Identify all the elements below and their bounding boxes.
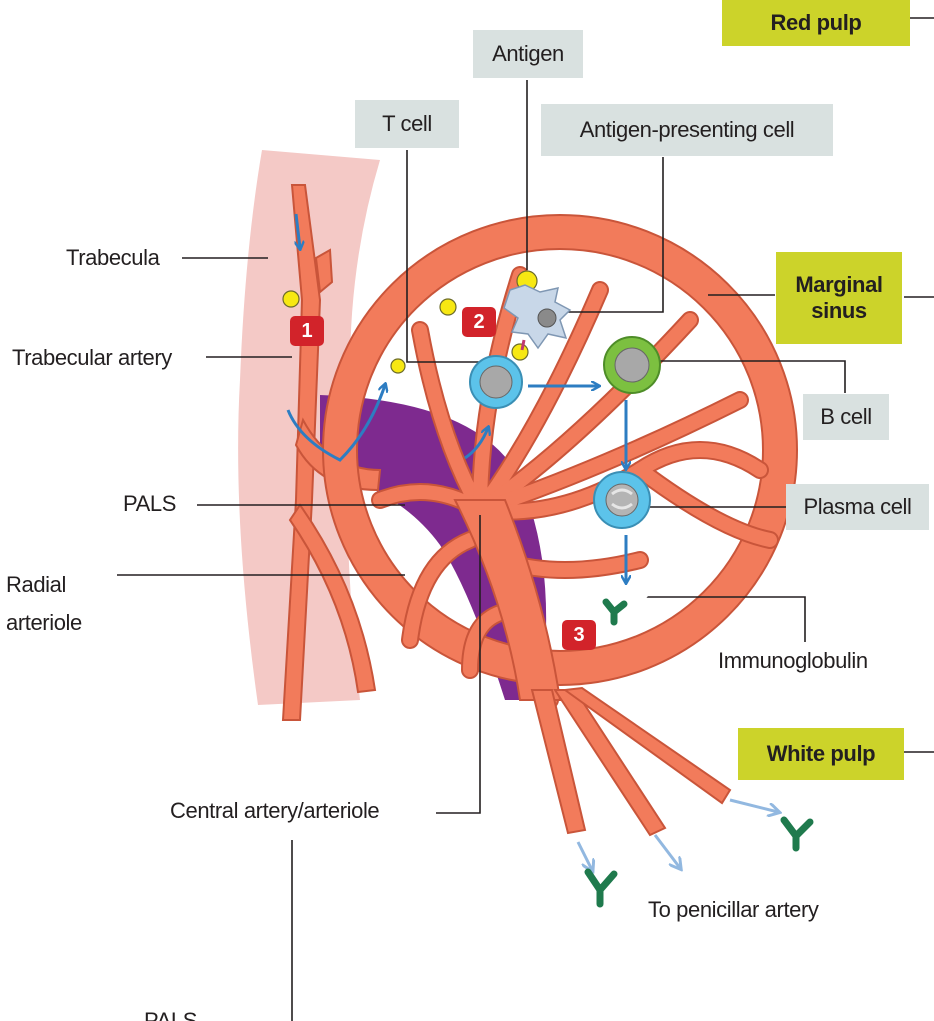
pals-label: PALS bbox=[123, 493, 176, 515]
white-pulp-label: White pulp bbox=[738, 728, 904, 780]
t-cell-label: T cell bbox=[355, 100, 459, 148]
trabecular-artery-label: Trabecular artery bbox=[12, 347, 172, 369]
step-2-marker: 2 bbox=[462, 307, 496, 337]
step-1-marker: 1 bbox=[290, 316, 324, 346]
release-arrows bbox=[578, 800, 778, 870]
immunoglobulin-label: Immunoglobulin bbox=[718, 650, 868, 672]
penicillar-artery-label: To penicillar artery bbox=[648, 899, 819, 921]
apc-contact bbox=[522, 340, 524, 350]
plasma-cell-label: Plasma cell bbox=[786, 484, 929, 530]
trabecula-label: Trabecula bbox=[66, 247, 159, 269]
central-artery-label: Central artery/arteriole bbox=[170, 800, 379, 822]
antigen-label: Antigen bbox=[473, 30, 583, 78]
step-3-marker: 3 bbox=[562, 620, 596, 650]
pals-bottom-label: PALS bbox=[144, 1010, 197, 1021]
red-pulp-label: Red pulp bbox=[722, 0, 910, 46]
b-cell-label: B cell bbox=[803, 394, 889, 440]
marginal-sinus-label: Marginal sinus bbox=[776, 252, 902, 344]
apc-nucleus bbox=[538, 309, 556, 327]
radial-arteriole-label: Radial arteriole bbox=[6, 566, 106, 642]
antigen-presenting-cell-label: Antigen-presenting cell bbox=[541, 104, 833, 156]
